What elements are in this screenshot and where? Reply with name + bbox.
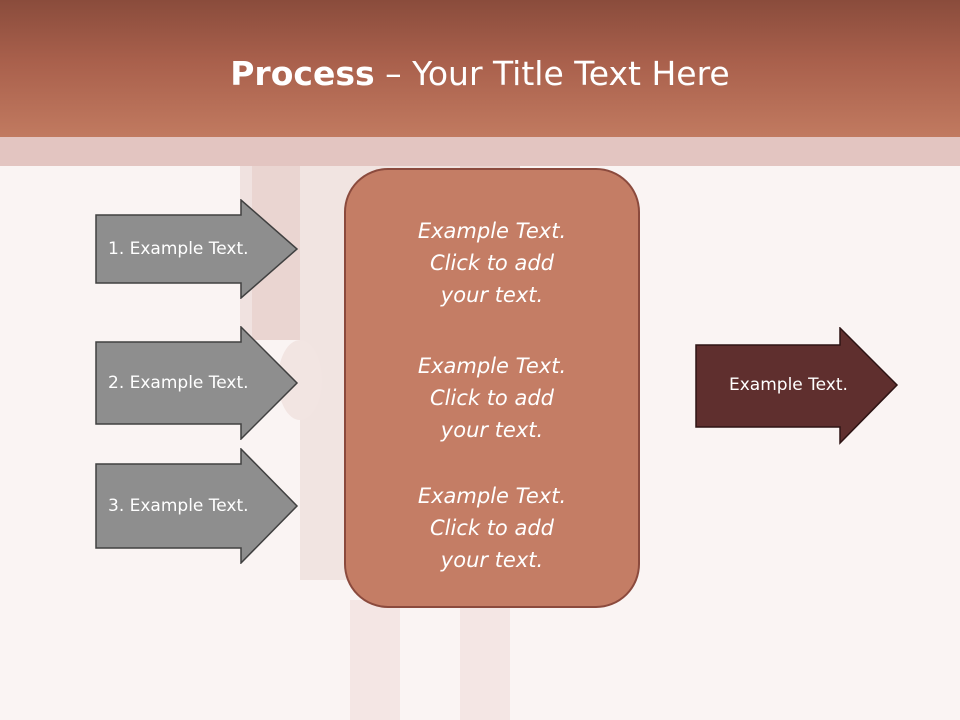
- center-paragraph-1-line-2: Click to add: [429, 251, 554, 275]
- step-arrow-2[interactable]: 2. Example Text.: [95, 326, 299, 440]
- arrow-shape-2: [95, 326, 299, 440]
- step-label-1: 1. Example Text.: [108, 239, 249, 259]
- center-paragraph-2: Example Text. Click to add your text.: [346, 350, 638, 446]
- step-label-2: 2. Example Text.: [108, 373, 249, 393]
- center-paragraph-1-line-1: Example Text.: [417, 219, 567, 243]
- title-rest: – Your Title Text Here: [374, 54, 730, 93]
- center-paragraph-1-line-3: your text.: [440, 283, 544, 307]
- title-bold: Process: [230, 54, 375, 93]
- step-arrow-3[interactable]: 3. Example Text.: [95, 448, 299, 564]
- arrow-shape-1: [95, 199, 299, 299]
- header-band: [0, 137, 960, 166]
- header-bar: [0, 0, 960, 137]
- center-paragraph-3: Example Text. Click to add your text.: [346, 480, 638, 576]
- center-paragraph-3-line-2: Click to add: [429, 516, 554, 540]
- center-paragraph-2-line-1: Example Text.: [417, 354, 567, 378]
- result-arrow[interactable]: Example Text.: [695, 327, 899, 445]
- result-arrow-shape: [695, 327, 899, 445]
- result-label: Example Text.: [729, 375, 848, 395]
- center-paragraph-2-line-2: Click to add: [429, 386, 554, 410]
- center-paragraph-1: Example Text. Click to add your text.: [346, 215, 638, 311]
- arrow-shape-3: [95, 448, 299, 564]
- step-label-3: 3. Example Text.: [108, 496, 249, 516]
- center-paragraph-3-line-3: your text.: [440, 548, 544, 572]
- step-arrow-1[interactable]: 1. Example Text.: [95, 199, 299, 299]
- center-paragraph-2-line-3: your text.: [440, 418, 544, 442]
- slide-title: Process – Your Title Text Here: [0, 52, 960, 96]
- center-text-box[interactable]: Example Text. Click to add your text. Ex…: [344, 168, 640, 608]
- center-paragraph-3-line-1: Example Text.: [417, 484, 567, 508]
